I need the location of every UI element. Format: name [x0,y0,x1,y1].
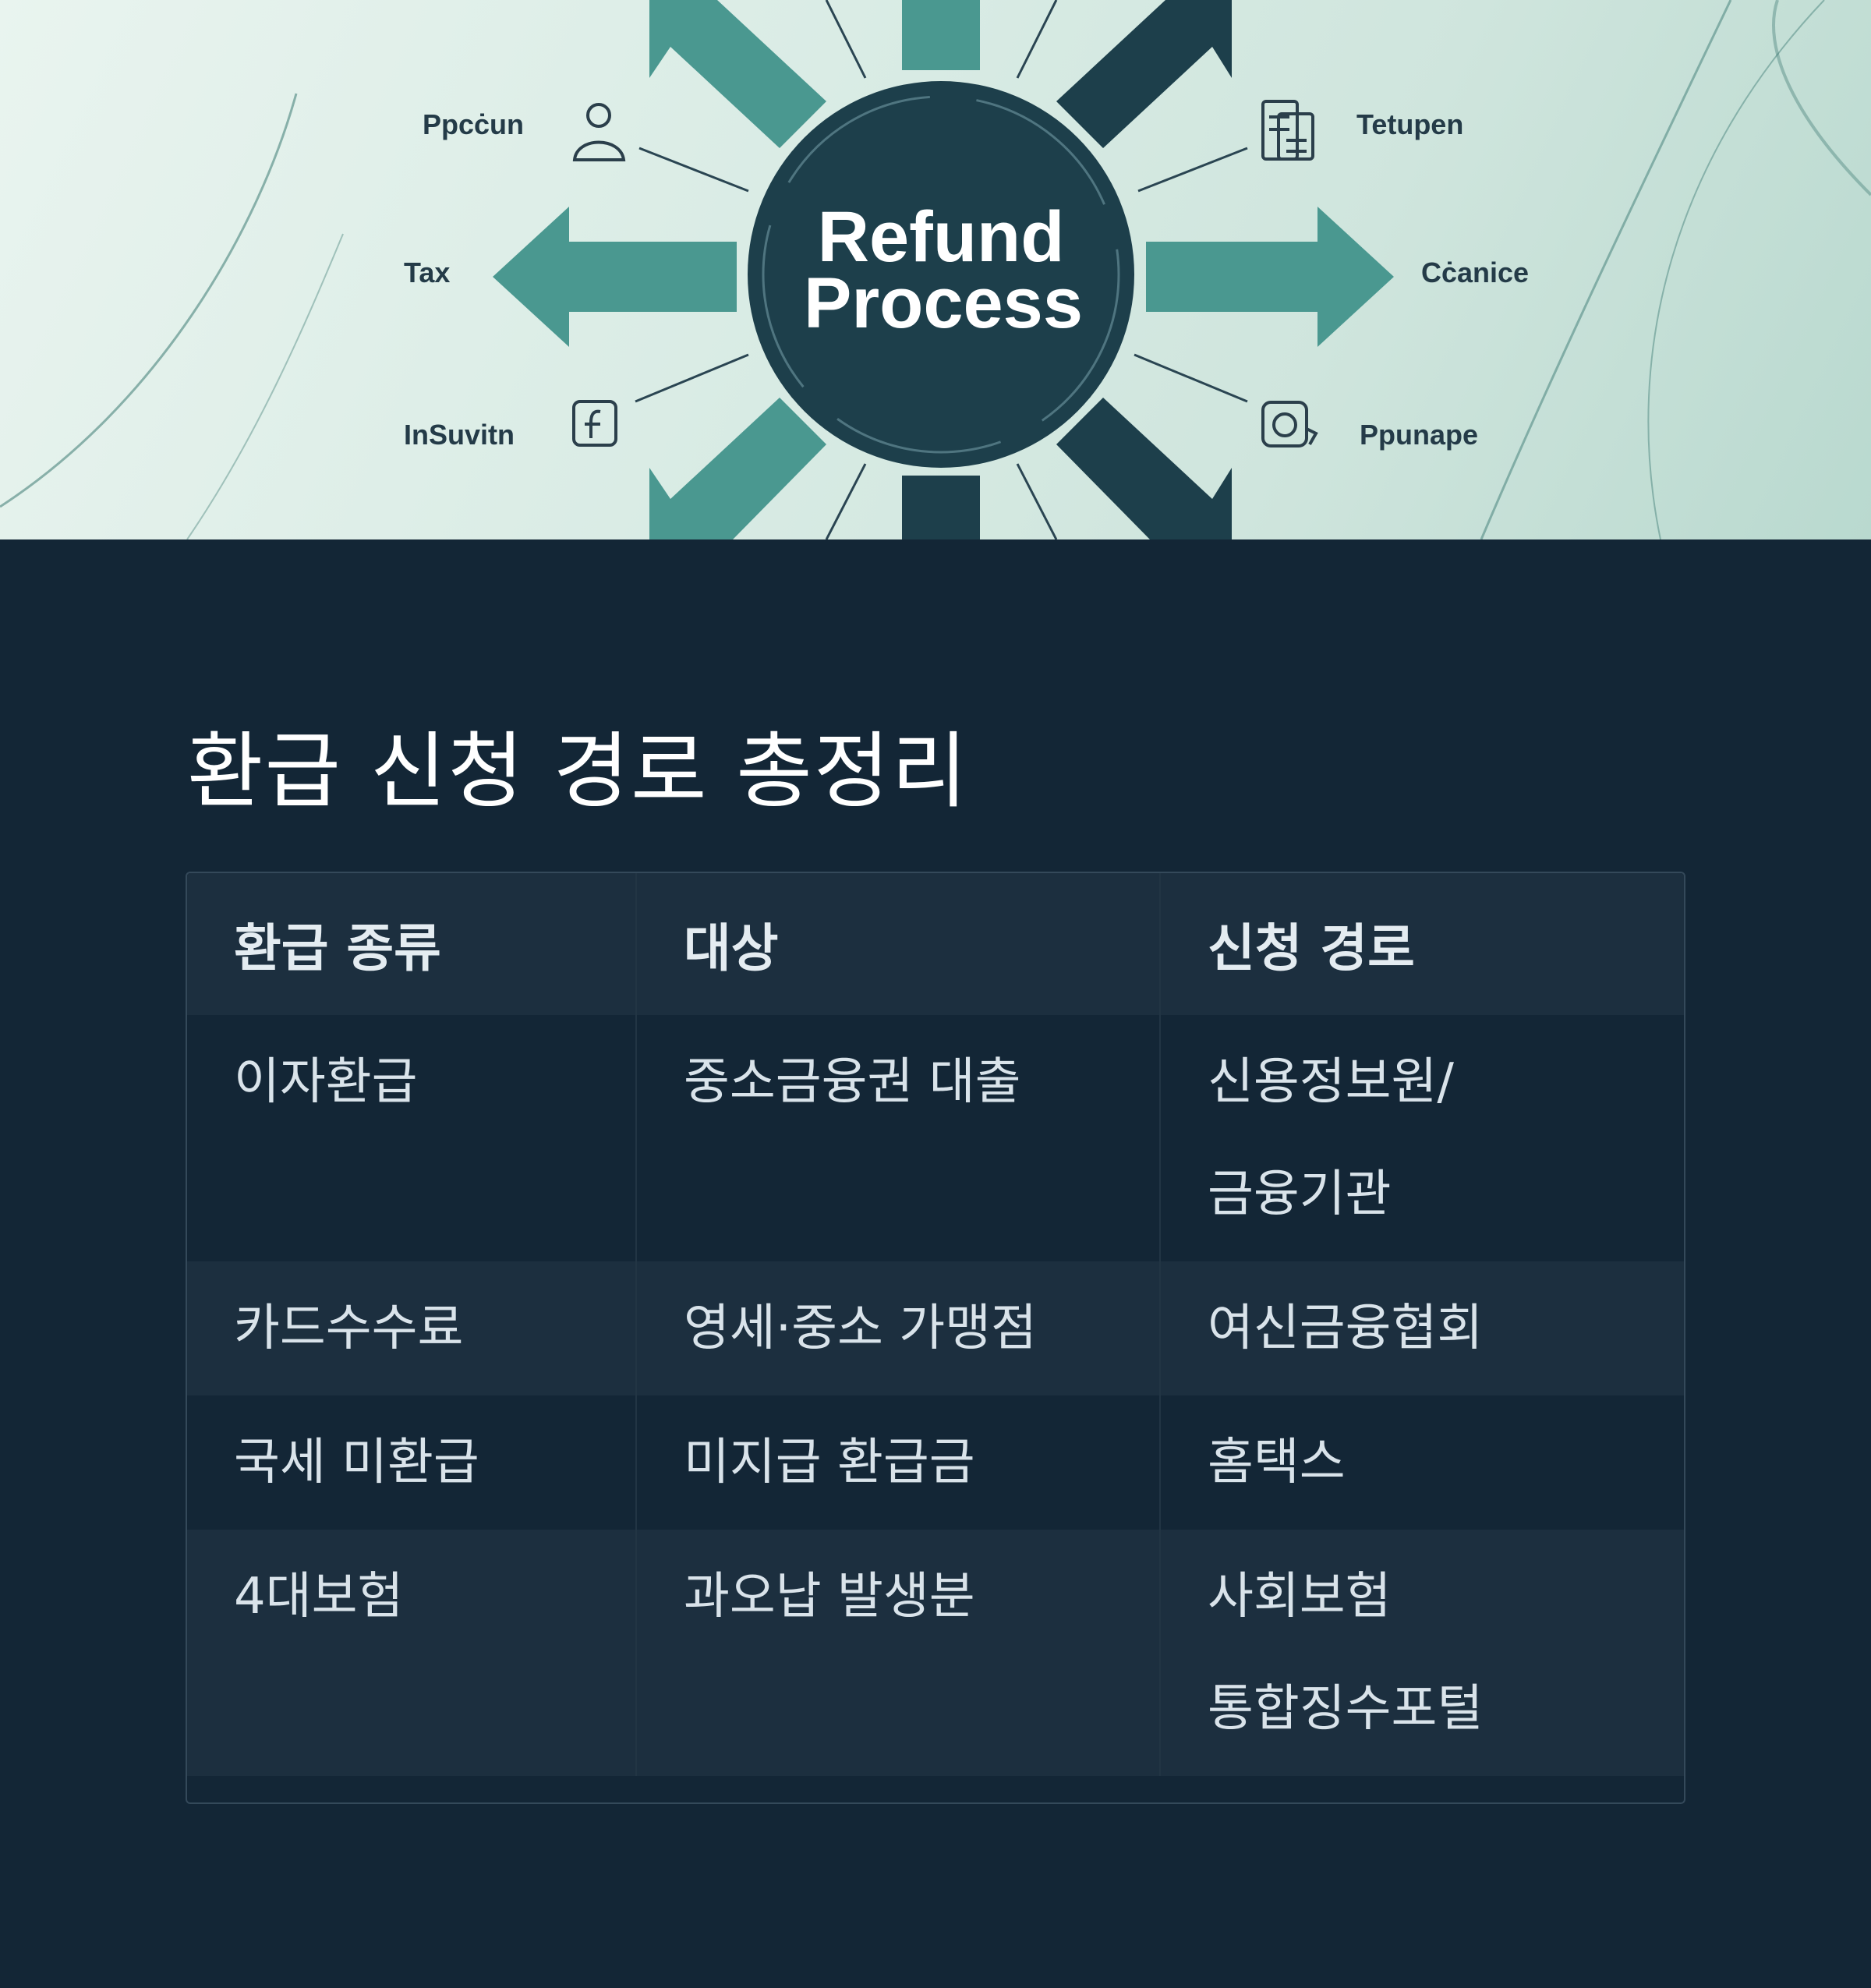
label-top-right: Tetupen [1356,108,1463,140]
top-arrow [902,0,980,70]
route-line: 사회보험 [1208,1568,1392,1625]
route-line: 홈택스 [1208,1434,1346,1491]
decor-curve [1480,0,1732,539]
decor-curve [1772,0,1871,196]
label-bottom-right: Ppunape [1360,419,1478,451]
decor-curve [186,233,344,539]
cell-route: 사회보험 통합징수포털 [1160,1530,1684,1776]
right-arrow [1146,207,1394,347]
header-refund-type: 환급 종류 [187,873,637,1015]
label-bottom-left: InSuvitn [404,419,515,451]
cell-refund-type: 4대보험 [187,1530,637,1776]
hero-banner: Refund Process Ppcċun Tax InSuvitn Te [0,0,1871,539]
label-top-left: Ppcċun [423,108,524,140]
route-line: 여신금융협회 [1208,1300,1484,1357]
bottom-right-arrow [1056,398,1232,539]
table-row: 4대보험 과오납 발생분 사회보험 통합징수포털 [187,1530,1684,1776]
table-row: 카드수수료 영세·중소 가맹점 여신금융협회 [187,1261,1684,1395]
decor-curve [0,93,298,508]
route-line: 통합징수포털 [1208,1680,1484,1738]
route-line: 금융기관 [1208,1166,1392,1223]
header-route: 신청 경로 [1160,873,1684,1015]
cell-route: 여신금융협회 [1160,1261,1684,1395]
header-target: 대상 [636,873,1161,1015]
left-arrow [493,207,737,347]
table-row: 국세 미환급 미지급 환급금 홈택스 [187,1395,1684,1530]
person-icon [572,103,626,161]
cell-target: 영세·중소 가맹점 [636,1261,1161,1395]
label-mid-left: Tax [404,256,450,288]
center-circle-ring [762,95,1120,454]
center-circle [748,81,1134,468]
cell-refund-type: 이자환급 [187,1015,637,1261]
refund-process-illustration: Refund Process Ppcċun Tax InSuvitn Te [0,0,1871,539]
document-icon [1261,100,1314,161]
connector-lines [635,0,1248,539]
center-title-line1: Refund [818,197,1065,277]
cell-refund-type: 국세 미환급 [187,1395,637,1530]
top-right-arrow [1056,0,1232,148]
cell-target: 중소금융권 대출 [636,1015,1161,1261]
cell-target: 미지급 환급금 [636,1395,1161,1530]
cell-refund-type: 카드수수료 [187,1261,637,1395]
cell-target: 과오납 발생분 [636,1530,1161,1776]
cell-route: 홈택스 [1160,1395,1684,1530]
bottom-arrow [902,476,980,539]
camera-icon [1261,401,1318,447]
top-left-arrow [649,0,826,148]
cell-route: 신용정보원/ 금융기관 [1160,1015,1684,1261]
center-title-line2: Process [804,264,1083,343]
f-square-icon [572,400,617,447]
table-header-row: 환급 종류 대상 신청 경로 [187,873,1684,1015]
bottom-left-arrow [649,398,826,539]
route-line: 신용정보원/ [1208,1053,1454,1111]
table-row: 이자환급 중소금융권 대출 신용정보원/ 금융기관 [187,1015,1684,1261]
label-mid-right: Cċanice [1421,256,1529,288]
page-title: 환급 신청 경로 총정리 [187,723,969,819]
refund-routes-table: 환급 종류 대상 신청 경로 이자환급 중소금융권 대출 신용정보원/ 금융기관… [186,872,1685,1804]
decor-curve [1647,0,1825,539]
